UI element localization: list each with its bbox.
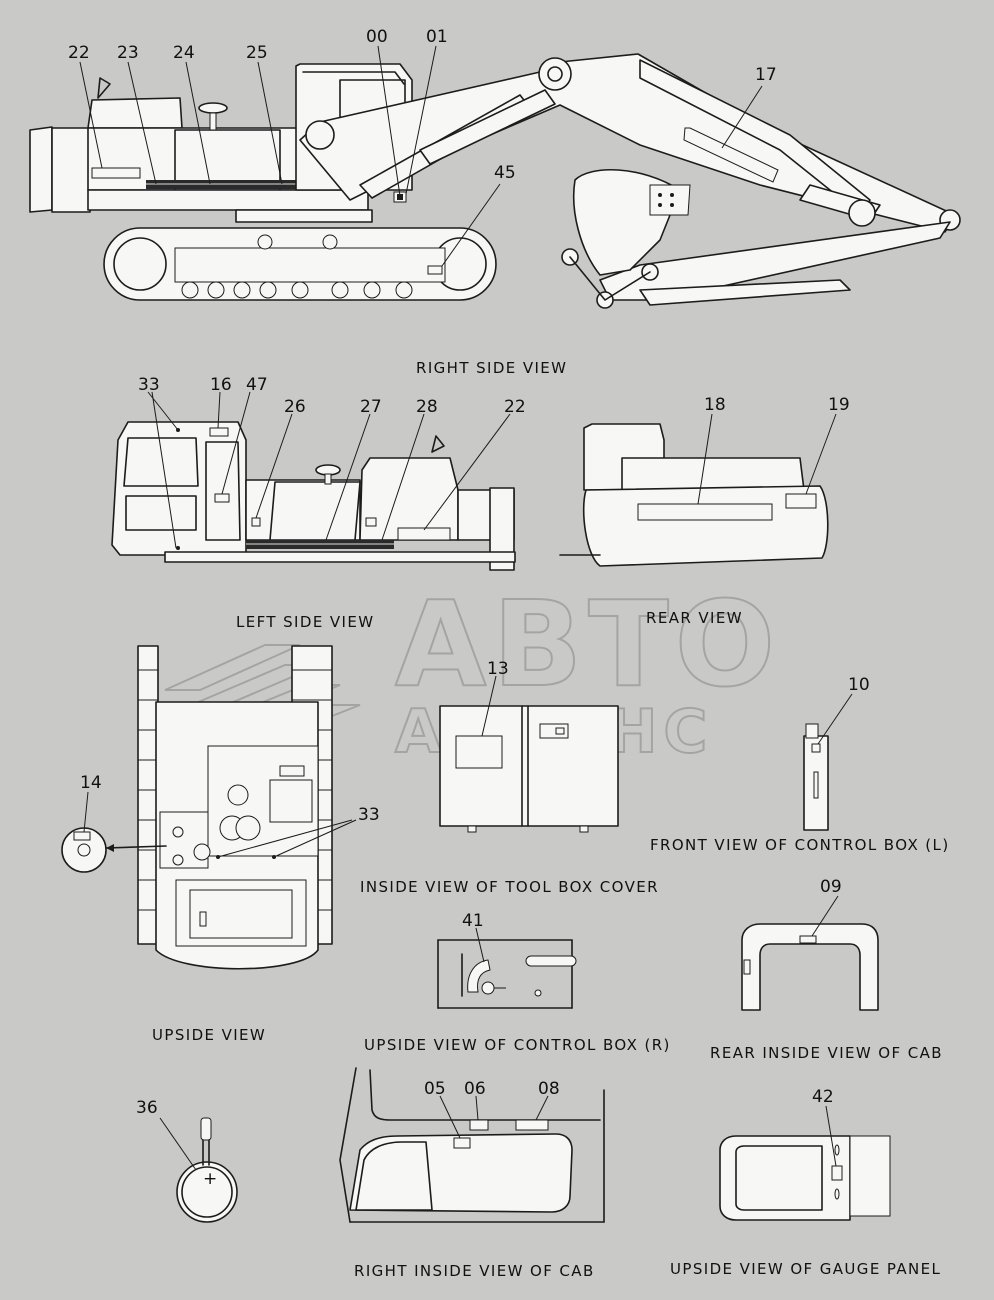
- right-side-view: 22 23 24 25 00 01 17 45 RIGHT SIDE VIEW: [29, 27, 961, 377]
- callout-05: 05: [424, 1079, 446, 1099]
- callout-22-left: 22: [504, 397, 526, 417]
- callout-22-right: 22: [68, 43, 90, 63]
- callout-45: 45: [494, 163, 516, 183]
- svg-text:+: +: [203, 1169, 217, 1189]
- label-tool-box-cover: INSIDE VIEW OF TOOL BOX COVER: [360, 878, 659, 896]
- callout-19: 19: [828, 395, 850, 415]
- label-rear-view: REAR VIEW: [646, 609, 743, 627]
- control-box-l-view: 10 FRONT VIEW OF CONTROL BOX (L): [650, 675, 950, 854]
- cab-right-inside-view: 05 06 08 RIGHT INSIDE VIEW OF CAB: [339, 1067, 605, 1280]
- label-cab-right-inside: RIGHT INSIDE VIEW OF CAB: [354, 1262, 595, 1280]
- callout-24: 24: [173, 43, 195, 63]
- label-right-side-view: RIGHT SIDE VIEW: [416, 359, 567, 377]
- label-control-box-r: UPSIDE VIEW OF CONTROL BOX (R): [364, 1036, 671, 1054]
- callout-14: 14: [80, 773, 102, 793]
- label-upside-view: UPSIDE VIEW: [152, 1026, 266, 1044]
- callout-13: 13: [487, 659, 509, 679]
- callout-36: 36: [136, 1098, 158, 1118]
- callout-27: 27: [360, 397, 382, 417]
- label-left-side-view: LEFT SIDE VIEW: [236, 613, 374, 631]
- callout-33-upside: 33: [358, 805, 380, 825]
- upside-view: 14 33 UPSIDE VIEW: [61, 645, 380, 1044]
- callout-01: 01: [426, 27, 448, 47]
- callout-42: 42: [812, 1087, 834, 1107]
- callout-08: 08: [538, 1079, 560, 1099]
- cab-rear-inside-view: 09 REAR INSIDE VIEW OF CAB: [710, 877, 943, 1062]
- callout-09: 09: [820, 877, 842, 897]
- callout-33-left: 33: [138, 375, 160, 395]
- callout-10: 10: [848, 675, 870, 695]
- stripe-decal-left: [246, 540, 394, 549]
- callout-17: 17: [755, 65, 777, 85]
- callout-47: 47: [246, 375, 268, 395]
- callout-06: 06: [464, 1079, 486, 1099]
- callout-00: 00: [366, 27, 388, 47]
- tool-box-cover-view: 13 INSIDE VIEW OF TOOL BOX COVER: [360, 659, 659, 896]
- callout-16: 16: [210, 375, 232, 395]
- label-gauge-panel: UPSIDE VIEW OF GAUGE PANEL: [670, 1260, 941, 1278]
- callout-26: 26: [284, 397, 306, 417]
- gauge-36-view: + 36: [136, 1098, 238, 1223]
- callout-41: 41: [462, 911, 484, 931]
- left-side-view: 33 16 47 26 27 28 22 LEFT SIDE VIEW: [111, 375, 526, 631]
- label-control-box-l: FRONT VIEW OF CONTROL BOX (L): [650, 836, 950, 854]
- callout-23: 23: [117, 43, 139, 63]
- callout-28: 28: [416, 397, 438, 417]
- gauge-panel-view: 42 UPSIDE VIEW OF GAUGE PANEL: [670, 1087, 941, 1278]
- watermark-line1: АВТО: [395, 575, 781, 713]
- callout-25: 25: [246, 43, 268, 63]
- control-box-r-view: 41 UPSIDE VIEW OF CONTROL BOX (R): [364, 911, 671, 1054]
- rear-view: 18 19 REAR VIEW: [559, 395, 850, 627]
- track-rollers-right: [181, 234, 413, 299]
- callout-18: 18: [704, 395, 726, 415]
- label-cab-rear-inside: REAR INSIDE VIEW OF CAB: [710, 1044, 943, 1062]
